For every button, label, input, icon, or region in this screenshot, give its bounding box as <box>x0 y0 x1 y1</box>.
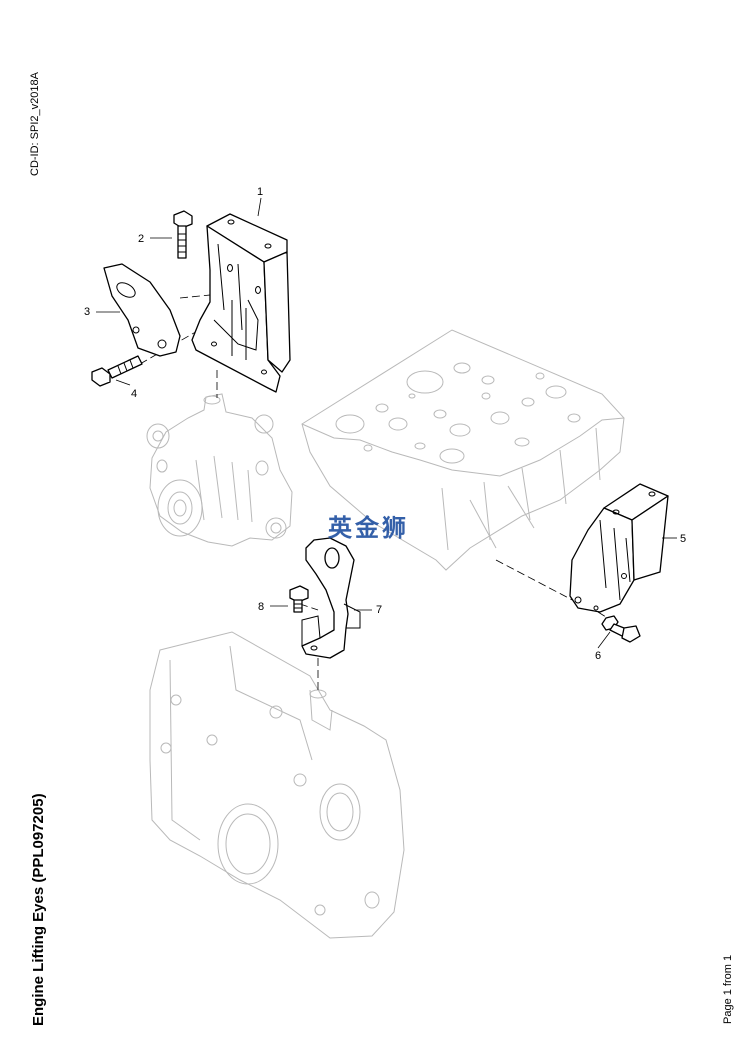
leader-line-6 <box>597 631 611 649</box>
watermark-text: 英金狮 <box>328 514 409 542</box>
callout-7: 7 <box>376 604 382 616</box>
part-3-plate <box>103 263 181 357</box>
callout-4: 4 <box>131 388 137 400</box>
part-2-bolt <box>173 210 193 259</box>
callout-2: 2 <box>138 233 144 245</box>
part-6-bolt <box>601 615 641 643</box>
leader-line-4 <box>115 379 131 386</box>
callout-8: 8 <box>258 601 264 613</box>
part-7-lifting-eye <box>301 537 361 659</box>
part-4-bolt <box>91 355 143 387</box>
front-cover-ghost <box>149 631 405 939</box>
callout-3: 3 <box>84 306 90 318</box>
callout-6: 6 <box>595 650 601 662</box>
water-pump-ghost <box>146 393 293 547</box>
leader-line-1 <box>257 197 262 217</box>
callout-1: 1 <box>257 186 263 198</box>
cylinder-head-ghost <box>301 329 625 571</box>
callout-5: 5 <box>680 533 686 545</box>
part-8-bolt <box>289 585 309 613</box>
part-1-lifting-bracket <box>191 213 291 393</box>
part-5-lifting-bracket <box>569 483 669 613</box>
